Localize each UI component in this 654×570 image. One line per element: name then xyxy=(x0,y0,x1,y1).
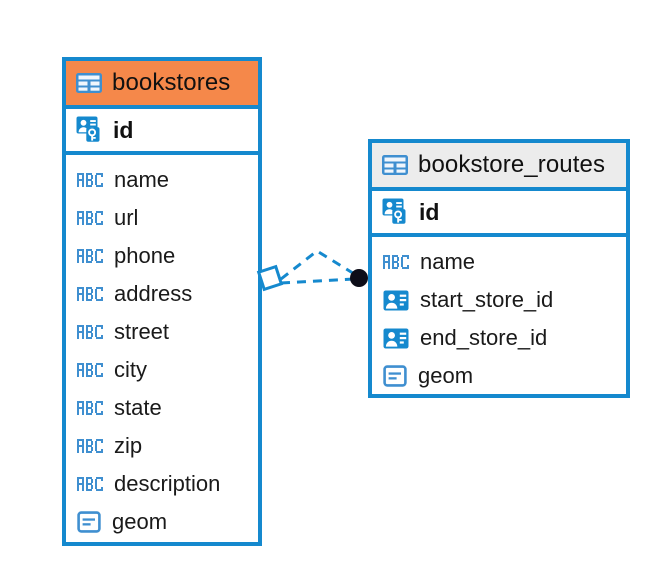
field-row[interactable]: city xyxy=(66,351,258,389)
field-label: geom xyxy=(418,363,474,388)
entity-bookstores-primary-key-label: id xyxy=(113,116,134,143)
relationship-connector[interactable] xyxy=(255,245,380,313)
abc-text-icon xyxy=(77,249,103,263)
entity-bookstores[interactable]: bookstores id xyxy=(62,57,262,546)
geometry-icon xyxy=(383,365,407,387)
abc-text-icon xyxy=(77,363,103,377)
field-label: state xyxy=(114,395,162,420)
field-label: description xyxy=(114,471,221,496)
field-label: name xyxy=(114,167,170,192)
field-label: address xyxy=(114,281,193,306)
relationship-line-upper xyxy=(280,249,357,281)
abc-text-icon xyxy=(383,255,409,269)
field-row[interactable]: description xyxy=(66,465,258,503)
field-label: phone xyxy=(114,243,176,268)
field-row[interactable]: state xyxy=(66,389,258,427)
abc-text-icon xyxy=(77,439,103,453)
field-label: city xyxy=(114,357,147,382)
field-row[interactable]: address xyxy=(66,275,258,313)
field-row[interactable]: geom xyxy=(66,503,258,541)
table-icon xyxy=(382,155,408,175)
entity-bookstore-routes-primary-key-row[interactable]: id xyxy=(372,191,626,237)
field-row[interactable]: zip xyxy=(66,427,258,465)
relationship-line-lower xyxy=(280,277,355,285)
field-label: street xyxy=(114,319,170,344)
entity-bookstore-routes-field-list: name start_store_id end_store_id geom xyxy=(372,237,626,403)
entity-bookstores-header[interactable]: bookstores xyxy=(66,61,258,109)
geometry-icon xyxy=(77,511,101,533)
field-row[interactable]: name xyxy=(372,243,626,281)
entity-bookstores-field-list: name url xyxy=(66,155,258,549)
entity-bookstore-routes-title: bookstore_routes xyxy=(418,151,606,178)
abc-text-icon xyxy=(77,401,103,415)
field-row[interactable]: phone xyxy=(66,237,258,275)
field-label: zip xyxy=(114,433,143,458)
field-label: url xyxy=(114,205,139,230)
entity-bookstore-routes[interactable]: bookstore_routes id xyxy=(368,139,630,398)
field-row[interactable]: url xyxy=(66,199,258,237)
field-row[interactable]: end_store_id xyxy=(372,319,626,357)
entity-bookstores-primary-key-row[interactable]: id xyxy=(66,109,258,155)
abc-text-icon xyxy=(77,477,103,491)
entity-bookstores-title: bookstores xyxy=(112,69,231,96)
primary-key-icon xyxy=(382,198,406,224)
table-icon xyxy=(76,73,102,93)
foreign-key-icon xyxy=(383,328,409,348)
field-row[interactable]: street xyxy=(66,313,258,351)
field-label: end_store_id xyxy=(420,325,548,350)
foreign-key-icon xyxy=(383,290,409,310)
primary-key-icon xyxy=(76,116,100,142)
entity-bookstore-routes-primary-key-label: id xyxy=(419,198,440,225)
field-label: geom xyxy=(112,509,168,534)
abc-text-icon xyxy=(77,325,103,339)
field-row[interactable]: start_store_id xyxy=(372,281,626,319)
field-label: start_store_id xyxy=(420,287,554,312)
field-row[interactable]: geom xyxy=(372,357,626,395)
entity-bookstore-routes-header[interactable]: bookstore_routes xyxy=(372,143,626,191)
filled-circle-marker xyxy=(350,269,368,287)
field-row[interactable]: name xyxy=(66,161,258,199)
abc-text-icon xyxy=(77,173,103,187)
field-label: name xyxy=(420,249,476,274)
abc-text-icon xyxy=(77,211,103,225)
diamond-marker xyxy=(256,264,284,292)
abc-text-icon xyxy=(77,287,103,301)
